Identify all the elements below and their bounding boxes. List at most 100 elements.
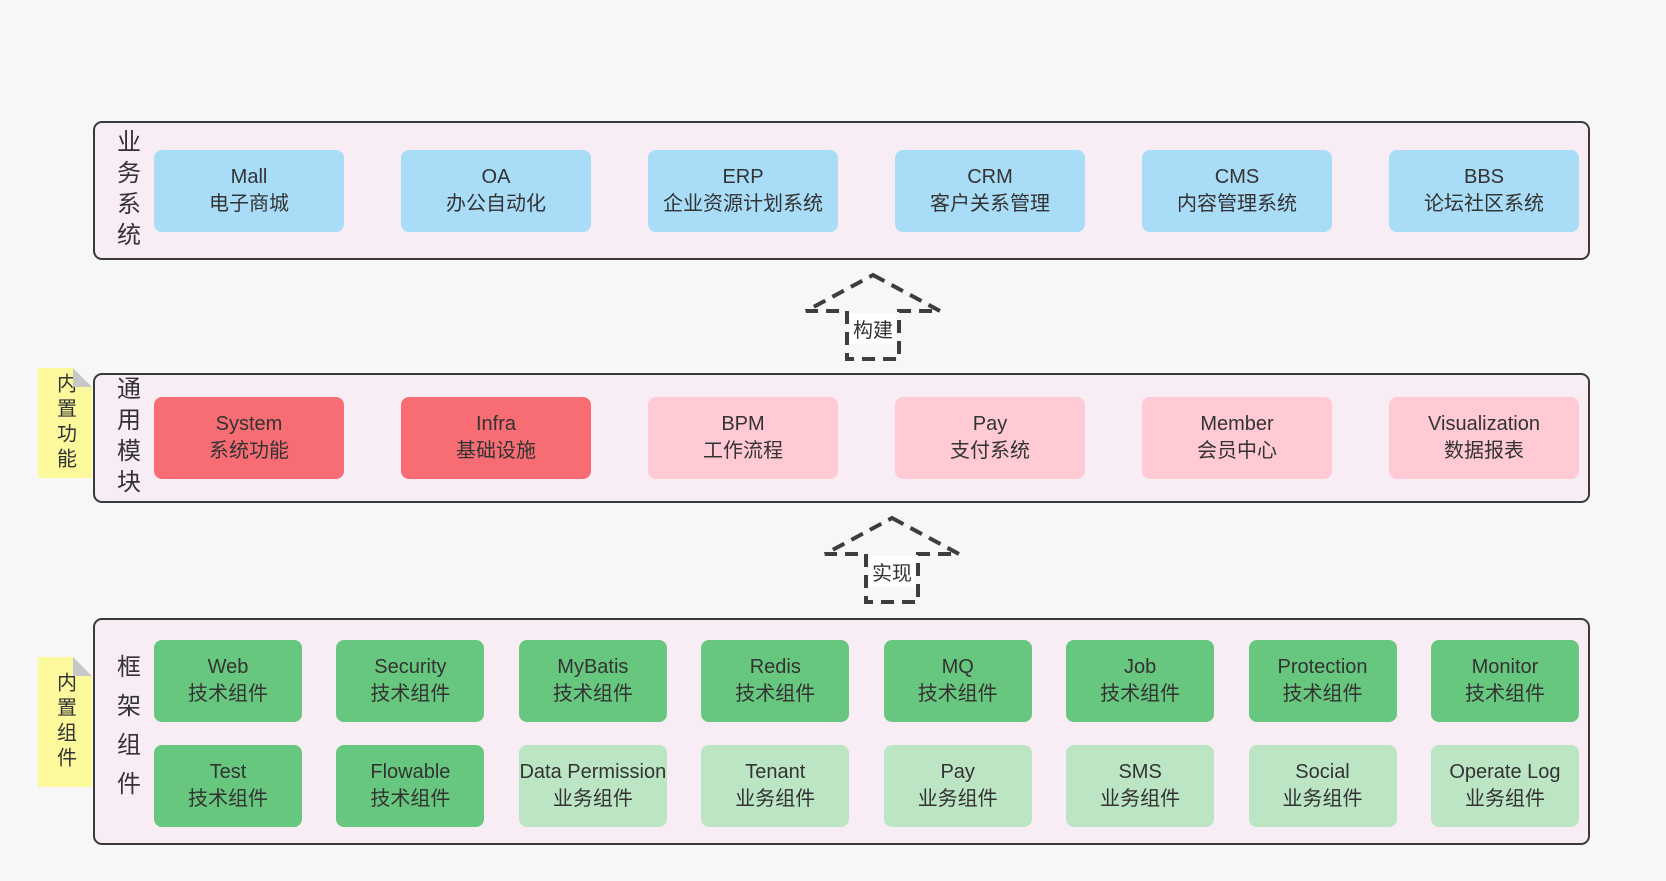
module-desc: 技术组件 xyxy=(552,683,633,705)
arrow-label: 构建 xyxy=(850,313,896,344)
module-desc: 业务组件 xyxy=(1100,788,1181,810)
module-box-redis: Redis 技术组件 xyxy=(701,640,850,722)
module-box-system: System 系统功能 xyxy=(154,397,344,479)
module-name: Mall xyxy=(230,165,268,188)
implement-arrow: 实现 xyxy=(822,515,962,605)
layer-label: 框架组件 xyxy=(105,620,147,843)
module-desc: 业务组件 xyxy=(735,788,816,810)
module-box-crm: CRM 客户关系管理 xyxy=(895,149,1085,232)
module-name: Web xyxy=(207,656,249,678)
module-name: Infra xyxy=(475,413,517,435)
module-name: Visualization xyxy=(1428,413,1540,435)
module-name: Operate Log xyxy=(1449,761,1561,783)
module-name: CMS xyxy=(1214,165,1260,188)
module-desc: 论坛社区系统 xyxy=(1424,192,1544,215)
module-name: Social xyxy=(1295,761,1350,783)
module-box-test: Test 技术组件 xyxy=(154,745,302,827)
module-box-sms: SMS 业务组件 xyxy=(1066,745,1215,827)
module-desc: 技术组件 xyxy=(370,788,451,810)
module-desc: 会员中心 xyxy=(1197,440,1277,462)
sticky-note-builtin-features: 内置功能 xyxy=(38,368,92,478)
module-desc: 技术组件 xyxy=(1464,683,1545,705)
dashed-up-arrow-icon xyxy=(805,272,941,361)
module-box-tenant: Tenant 业务组件 xyxy=(701,745,850,827)
module-desc: 办公自动化 xyxy=(446,192,546,215)
module-desc: 系统功能 xyxy=(209,440,289,462)
layer-business-systems: 业务系统 Mall 电子商城 OA 办公自动化 ERP 企业资源计划系统 CRM 客户关系管理… xyxy=(93,121,1590,260)
layer-label-text: 框架组件 xyxy=(112,653,140,810)
module-desc: 技术组件 xyxy=(917,683,998,705)
module-box-protection: Protection 技术组件 xyxy=(1248,640,1397,722)
module-name: MQ xyxy=(941,656,974,678)
module-desc: 业务组件 xyxy=(1464,788,1545,810)
module-box-job: Job 技术组件 xyxy=(1066,640,1215,722)
module-name: MyBatis xyxy=(557,656,629,678)
module-name: Protection xyxy=(1277,656,1368,678)
arrow-label: 实现 xyxy=(869,556,915,587)
layer-label: 通用模块 xyxy=(105,375,147,501)
module-box-visualization: Visualization 数据报表 xyxy=(1389,397,1579,479)
module-desc: 客户关系管理 xyxy=(930,192,1050,215)
sticky-note-builtin-components: 内置组件 xyxy=(38,657,92,787)
module-name: Security xyxy=(374,656,447,678)
module-name: Redis xyxy=(749,656,801,678)
module-box-bpm: BPM 工作流程 xyxy=(648,397,838,479)
module-name: CRM xyxy=(967,165,1013,188)
module-name: Member xyxy=(1200,413,1274,435)
module-desc: 技术组件 xyxy=(370,683,451,705)
module-desc: 企业资源计划系统 xyxy=(663,192,823,215)
module-desc: 支付系统 xyxy=(950,440,1030,462)
module-desc: 工作流程 xyxy=(703,440,783,462)
module-name: BPM xyxy=(721,413,765,435)
module-desc: 技术组件 xyxy=(188,683,268,705)
module-name: System xyxy=(215,413,283,435)
dashed-up-arrow-icon xyxy=(824,515,960,604)
module-box-bbs: BBS 论坛社区系统 xyxy=(1389,149,1579,232)
module-box-web: Web 技术组件 xyxy=(154,640,302,722)
module-desc: 业务组件 xyxy=(552,788,633,810)
module-box-mall: Mall 电子商城 xyxy=(154,149,344,232)
module-box-operate-log: Operate Log 业务组件 xyxy=(1430,745,1579,827)
layer-label: 业务系统 xyxy=(105,123,147,258)
module-desc: 业务组件 xyxy=(1282,788,1363,810)
sticky-note-label: 内置功能 xyxy=(53,373,76,473)
module-desc: 技术组件 xyxy=(735,683,816,705)
module-desc: 技术组件 xyxy=(1100,683,1181,705)
module-box-mybatis: MyBatis 技术组件 xyxy=(518,640,667,722)
module-desc: 数据报表 xyxy=(1444,440,1524,462)
module-name: Data Permission xyxy=(519,761,667,783)
module-box-oa: OA 办公自动化 xyxy=(401,149,591,232)
module-name: Pay xyxy=(972,413,1008,435)
module-name: BBS xyxy=(1463,165,1505,188)
module-name: Flowable xyxy=(370,761,451,783)
sticky-note-label: 内置组件 xyxy=(53,672,76,772)
module-box-erp: ERP 企业资源计划系统 xyxy=(648,149,838,232)
module-box-pay: Pay 支付系统 xyxy=(895,397,1085,479)
module-box-flowable: Flowable 技术组件 xyxy=(336,745,485,827)
module-name: Tenant xyxy=(745,761,806,783)
module-box-member: Member 会员中心 xyxy=(1142,397,1332,479)
module-name: Job xyxy=(1123,656,1157,678)
module-desc: 技术组件 xyxy=(188,788,268,810)
layer-label-text: 业务系统 xyxy=(112,128,140,253)
module-desc: 技术组件 xyxy=(1282,683,1363,705)
module-box-security: Security 技术组件 xyxy=(336,640,485,722)
module-name: ERP xyxy=(722,165,764,188)
module-name: OA xyxy=(481,165,511,188)
module-name: Test xyxy=(209,761,247,783)
module-box-mq: MQ 技术组件 xyxy=(883,640,1032,722)
module-desc: 电子商城 xyxy=(209,192,289,215)
layer-label-text: 通用模块 xyxy=(112,376,140,500)
module-name: SMS xyxy=(1118,761,1162,783)
module-name: Pay xyxy=(940,761,975,783)
